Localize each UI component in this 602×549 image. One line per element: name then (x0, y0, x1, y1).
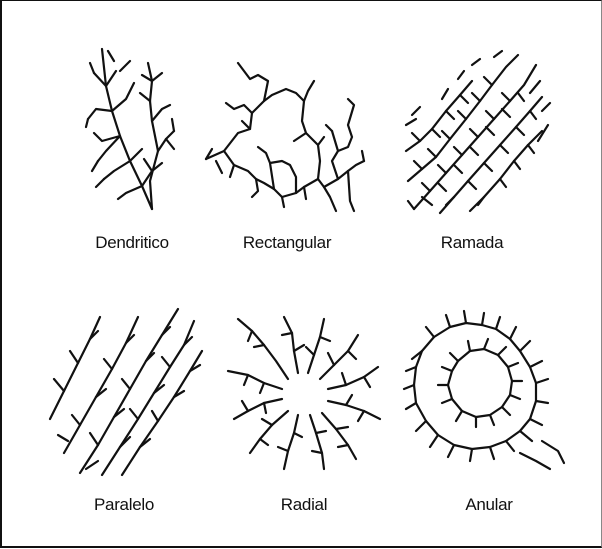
label-anular: Anular (465, 495, 512, 515)
label-paralelo: Paralelo (94, 495, 154, 515)
label-rectangular: Rectangular (243, 233, 331, 253)
label-radial: Radial (281, 495, 327, 515)
label-dendritico: Dendritico (95, 233, 169, 253)
label-ramada: Ramada (441, 233, 503, 253)
